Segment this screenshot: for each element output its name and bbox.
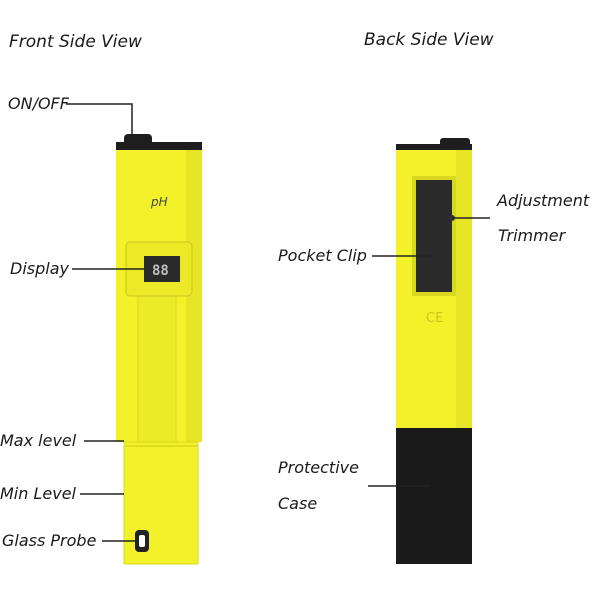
leader-onoff [66,103,133,134]
front-body-highlight [186,150,202,442]
back-side-heading: Back Side View [364,30,494,50]
front-meter: pH 88 [116,134,202,565]
label-pocket-clip: Pocket Clip [278,246,367,265]
back-marking: CE [426,311,443,326]
front-top-cap [116,142,202,152]
ph-marking: pH [150,195,168,209]
label-display: Display [10,259,69,278]
label-protective: Protective [278,458,359,477]
label-onoff: ON/OFF [8,94,69,113]
label-adjustment: Adjustment [497,191,590,210]
front-lcd [144,256,180,282]
front-probe-tip-inner [139,535,145,547]
label-case: Case [278,494,318,513]
lcd-reading: 88 [152,263,169,279]
back-body-highlight [456,150,472,428]
label-min-level: Min Level [0,484,76,503]
back-meter: CE [396,138,472,564]
back-top-cap [396,144,472,152]
front-side-heading: Front Side View [9,32,142,52]
label-glass-probe: Glass Probe [2,531,97,550]
protective-case [396,428,472,564]
pocket-clip [412,176,456,296]
label-trimmer: Trimmer [498,226,566,245]
front-body-recess [137,295,177,443]
leader-lines [66,103,490,542]
label-max-level: Max level [0,431,77,450]
